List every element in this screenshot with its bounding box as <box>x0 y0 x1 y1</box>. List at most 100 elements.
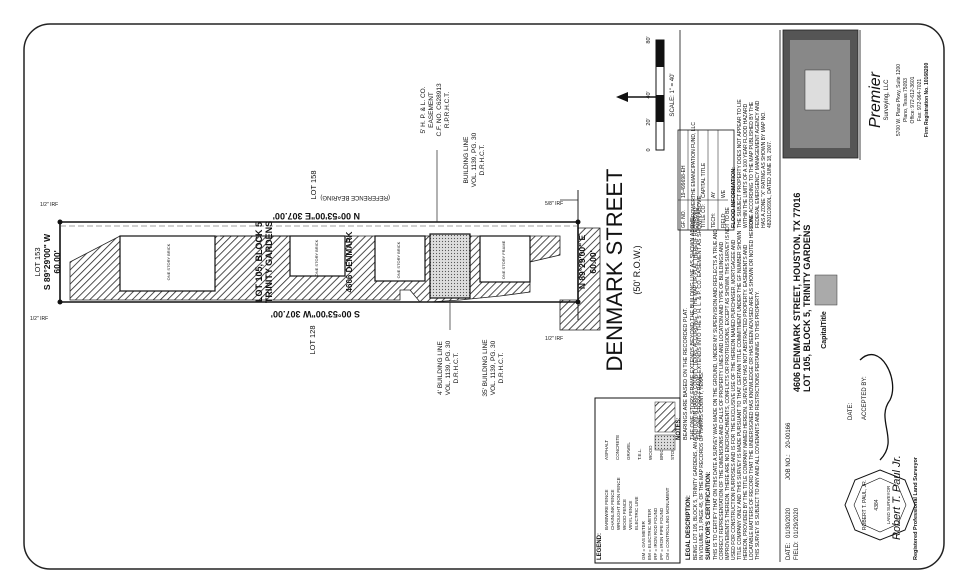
svg-text:FIELD:: FIELD: <box>721 212 727 228</box>
svg-text:JOB NO.:: JOB NO.: <box>786 454 792 480</box>
svg-text:TITLE COMPANY ONLY AND THIS SU: TITLE COMPANY ONLY AND THIS SURVEY IS MA… <box>737 230 743 560</box>
svg-text:D.R.H.C.T.: D.R.H.C.T. <box>498 352 505 383</box>
monument-se <box>575 299 581 305</box>
svg-text:CORRECT REPRESENTATION OF THE: CORRECT REPRESENTATION OF THE DIMENSIONS… <box>719 241 725 560</box>
svg-text:40': 40' <box>646 91 652 98</box>
svg-text:IMPROVEMENTS THEREON. THERE AR: IMPROVEMENTS THEREON. THERE ARE NO ENCRO… <box>725 206 731 560</box>
irf-label-2: 1/2" IRF <box>30 316 48 322</box>
svg-text:BORROWER:: BORROWER: <box>691 197 697 228</box>
svg-text:ASPHALT: ASPHALT <box>604 440 609 460</box>
svg-text:D.R.H.C.T.: D.R.H.C.T. <box>479 144 486 175</box>
easement-note: 5' H. P. & L. CO. EASEMENT C.F. NO. C628… <box>420 83 451 222</box>
svg-text:VOL. 1139, PG. 30: VOL. 1139, PG. 30 <box>471 132 478 187</box>
svg-text:THIS IS TO CERTIFY THAT ON THI: THIS IS TO CERTIFY THAT ON THIS DATE A S… <box>713 229 719 560</box>
svg-text:BRICK: BRICK <box>659 446 664 460</box>
building-line-east-note: BUILDING LINE VOL. 1139, PG. 30 D.R.H.C.… <box>463 132 486 187</box>
svg-text:USED FOR CONSTRUCTION PURPOSES: USED FOR CONSTRUCTION PURPOSES AND IS FO… <box>731 239 737 560</box>
svg-text:ELECTRIC LINE: ELECTRIC LINE <box>634 496 639 530</box>
svg-text:ROBERT T. PAUL, JR.: ROBERT T. PAUL, JR. <box>862 480 868 530</box>
lot-address-label: 4606 DENMARK <box>345 231 354 292</box>
plat-notes: NOTES: BEARINGS ARE BASED ON THE RECORDE… <box>676 194 703 440</box>
svg-text:EM = ELECTRIC METER: EM = ELECTRIC METER <box>647 508 652 560</box>
svg-text:80': 80' <box>646 36 652 43</box>
svg-text:FEDERAL EMERGENCY MANAGEMENT A: FEDERAL EMERGENCY MANAGEMENT AGENCY AND <box>755 100 761 228</box>
flood-information: FLOOD INFORMATION: THE SUBJECT PROPERTY … <box>731 99 773 228</box>
building-5 <box>479 235 531 283</box>
lot-east-label: LOT 158 <box>309 170 318 199</box>
svg-text:LOCATABLE MATTERS OF RECORD TH: LOCATABLE MATTERS OF RECORD THAT THE UND… <box>749 216 755 560</box>
svg-text:THE SUBJECT PROPERTY DOES NOT: THE SUBJECT PROPERTY DOES NOT APPEAR TO … <box>737 99 743 228</box>
sheet-border <box>23 23 945 570</box>
svg-text:Firm Registration No. 10168200: Firm Registration No. 10168200 <box>924 63 930 138</box>
svg-text:NOTES:: NOTES: <box>676 417 682 440</box>
svg-text:BEARINGS ARE BASED ON THE RECO: BEARINGS ARE BASED ON THE RECORDED PLAT. <box>683 307 689 440</box>
svg-text:35' BUILDING LINE: 35' BUILDING LINE <box>482 339 489 397</box>
structure-label-3: ONE STORY BRICK <box>396 241 401 278</box>
svg-text:VINYL FENCE: VINYL FENCE <box>628 501 633 530</box>
svg-text:WOOD: WOOD <box>648 445 653 460</box>
svg-text:LEGEND:: LEGEND: <box>597 533 603 560</box>
svg-text:ACCEPTED BY:: ACCEPTED BY: <box>862 376 868 420</box>
street-name: DENMARK STREET <box>602 169 627 372</box>
company-name: Premier <box>867 71 884 128</box>
svg-text:HEREON, PROVIDED BY THE TITLE: HEREON, PROVIDED BY THE TITLE COMPANY NA… <box>743 244 749 560</box>
svg-text:SCALE: 1" = 40': SCALE: 1" = 40' <box>670 73 676 116</box>
subject-lot-label: LOT 105, BLOCK 5 <box>254 222 264 302</box>
svg-text:BUILDING LINE: BUILDING LINE <box>463 136 470 184</box>
bearing-right: N 89°29'00" E <box>577 235 587 290</box>
legal-description: LEGAL DESCRIPTION: BEING LOT 105, BLOCK … <box>686 207 705 560</box>
svg-text:CAPITAL TITLE: CAPITAL TITLE <box>701 162 707 198</box>
svg-text:IN VOLUME 13, PAGE 45, OF THE: IN VOLUME 13, PAGE 45, OF THE MAP RECORD… <box>699 372 705 560</box>
svg-text:DATE:: DATE: <box>848 402 854 420</box>
svg-text:CM = CONTROLLING MONUMENT: CM = CONTROLLING MONUMENT <box>665 487 670 560</box>
svg-text:CapitalTitle: CapitalTitle <box>821 311 828 349</box>
lot-north-label: LOT 153 <box>33 247 42 276</box>
building-3 <box>374 235 426 282</box>
svg-text:BARBWIRE FENCE: BARBWIRE FENCE <box>604 489 609 530</box>
building-line-35-note: 35' BUILDING LINE VOL. 1139, PG. 30 D.R.… <box>482 339 505 397</box>
svg-text:VOL. 1139, PG. 30: VOL. 1139, PG. 30 <box>445 340 452 395</box>
svg-text:HAS A ZONE "X" RATING AS SHOWN: HAS A ZONE "X" RATING AS SHOWN BY MAP NO… <box>761 111 767 228</box>
svg-text:01/30/2020: 01/30/2020 <box>786 507 792 538</box>
structure-label-2: ONE STORY BRICK <box>314 239 319 276</box>
irf-label-4: 1/2" IRF <box>545 336 563 342</box>
svg-text:Office: 972-612-3601: Office: 972-612-3601 <box>910 76 916 123</box>
svg-text:AY: AY <box>711 191 717 198</box>
subject-subdivision-label: TRINITY GARDENS <box>264 221 274 303</box>
svg-text:BEING LOT 105, BLOCK 5, TRINIT: BEING LOT 105, BLOCK 5, TRINITY GARDENS,… <box>693 207 699 560</box>
svg-text:TITLE CO:: TITLE CO: <box>701 204 707 228</box>
svg-text:VOL. 1139, PG. 30: VOL. 1139, PG. 30 <box>490 340 497 395</box>
structure-label-4: ONE STORY FRAME <box>501 240 506 279</box>
company-block: Premier Surveying, LLC 5700 W. Plano Pkw… <box>867 63 930 138</box>
svg-text:IPF = IRON PIPE FOUND: IPF = IRON PIPE FOUND <box>659 507 664 560</box>
svg-text:FIELD:: FIELD: <box>794 541 800 560</box>
street-row: (50' R.O.W.) <box>632 245 642 294</box>
svg-text:48201C0690L, DATED JUNE 18, 20: 48201C0690L, DATED JUNE 18, 2007. <box>767 141 773 228</box>
svg-text:01/29/2020: 01/29/2020 <box>794 507 800 538</box>
plat-drawing: ONE STORY BRICK ONE STORY BRICK ONE STOR… <box>30 36 676 396</box>
svg-text:THE EMANCIPATION FUND, LLC: THE EMANCIPATION FUND, LLC <box>691 122 697 198</box>
svg-text:20': 20' <box>646 118 652 125</box>
svg-text:CHAINLINK FENCE: CHAINLINK FENCE <box>610 489 615 530</box>
surveyor-signature: Robert T. Paul Jr. <box>891 455 903 540</box>
svg-text:GM = GAS METER: GM = GAS METER <box>641 520 646 560</box>
title-company-logo: CapitalTitle <box>814 274 838 349</box>
svg-text:ZONE ACCORDING TO THE MAP PUBL: ZONE ACCORDING TO THE MAP PUBLISHED BY T… <box>749 101 755 228</box>
date-block: DATE: 01/30/2020 FIELD: 01/29/2020 JOB N… <box>786 422 800 560</box>
bearing-bottom: S 00°53'00"W 307.00' <box>271 309 360 319</box>
surveyor-title: Registered Professional Land Surveyor <box>913 456 919 560</box>
svg-text:WROUGHT IRON FENCE: WROUGHT IRON FENCE <box>616 477 621 530</box>
irf-label-3: 5/8" IRF <box>545 201 563 207</box>
bearing-right-distance: 60.00' <box>588 250 598 273</box>
property-address: 4606 DENMARK STREET, HOUSTON, TX 77016 L… <box>792 193 812 392</box>
irf-label-1: 1/2" IRF <box>40 202 58 208</box>
acceptance-block: DATE: ACCEPTED BY: <box>848 376 868 420</box>
svg-text:Fax: 972-964-7021: Fax: 972-964-7021 <box>917 79 923 121</box>
svg-text:C.F. NO. C628913: C.F. NO. C628913 <box>436 83 443 136</box>
svg-text:4' BUILDING LINE: 4' BUILDING LINE <box>437 341 444 395</box>
svg-text:THE ONE STORY FRAME EXTENDS BE: THE ONE STORY FRAME EXTENDS BEYOND THE B… <box>690 215 696 440</box>
monument-nw <box>57 219 63 225</box>
svg-text:IRF = IRON ROD FOUND: IRF = IRON ROD FOUND <box>653 507 658 560</box>
svg-text:WE: WE <box>721 189 727 198</box>
svg-text:CONCRETE: CONCRETE <box>615 435 620 460</box>
